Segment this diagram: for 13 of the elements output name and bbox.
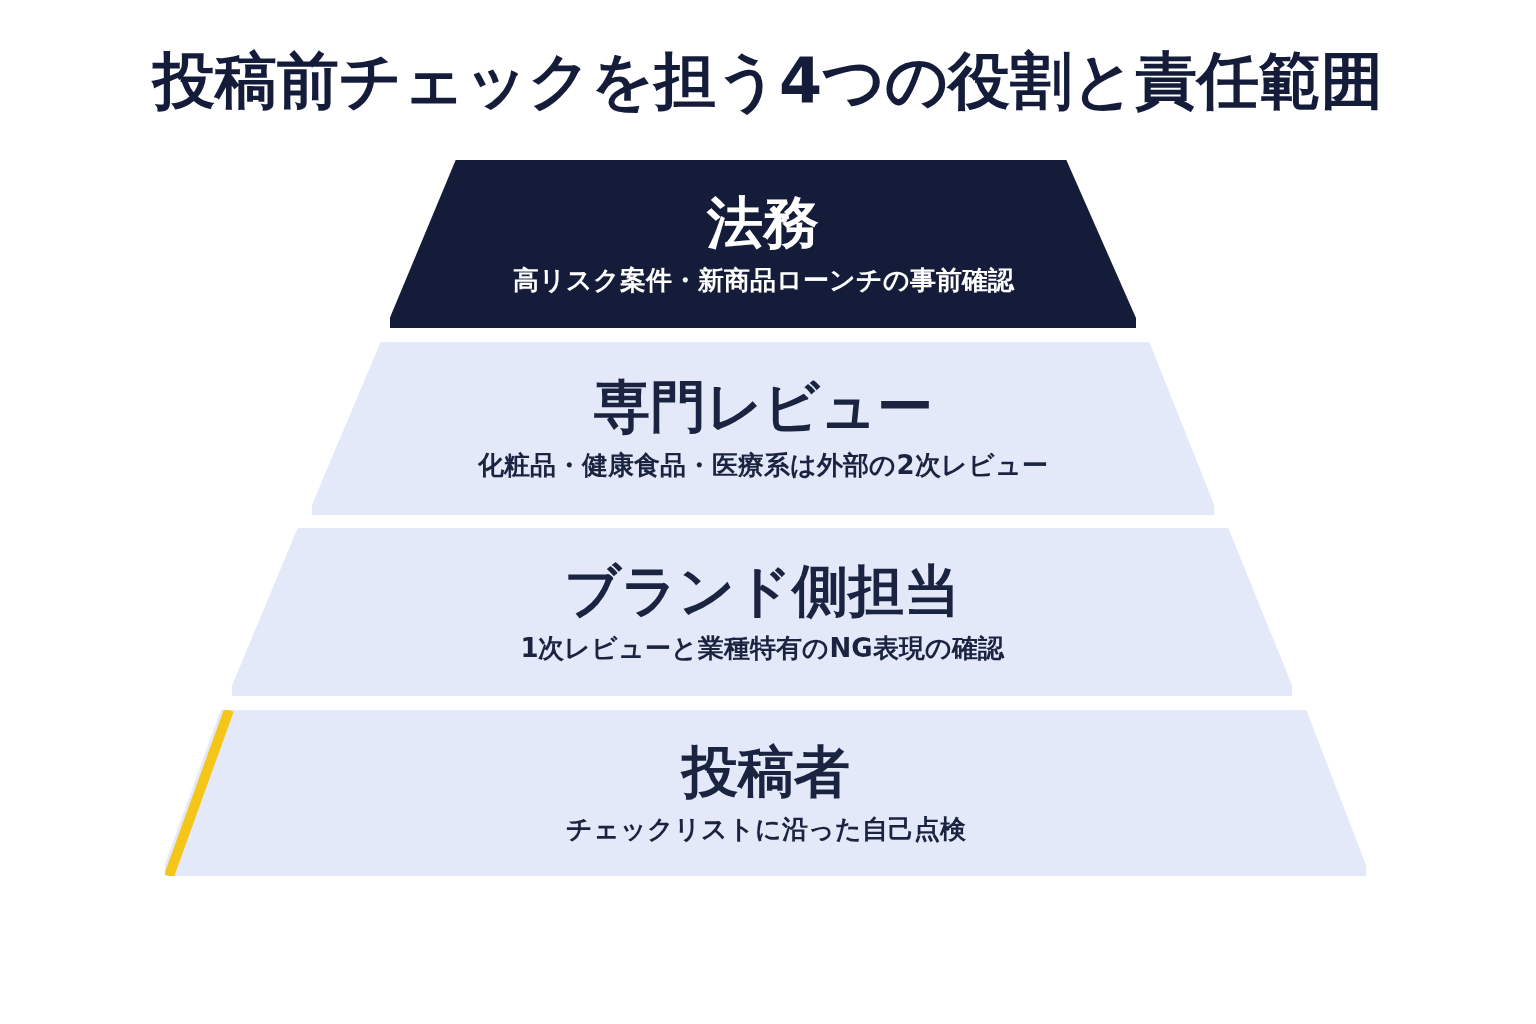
pyramid-tier [312,342,1214,515]
pyramid-tier [390,160,1136,328]
tier-description: 1次レビューと業種特有のNG表現の確認 [520,633,1004,665]
tier-description: チェックリストに沿った自己点検 [565,814,966,846]
tier-description: 化粧品・健康食品・医療系は外部の2次レビュー [478,449,1048,481]
title: 投稿前チェックを担う4つの役割と責任範囲 [150,44,1385,119]
tier-title: 専門レビュー [593,376,933,438]
tier-title: ブランド側担当 [564,559,960,622]
tier-description: 高リスク案件・新商品ローンチの事前確認 [512,265,1014,297]
pyramid-tier [165,710,1366,876]
tier-title: 投稿者 [681,740,850,803]
pyramid-tier [232,528,1292,696]
tier-title: 法務 [707,191,819,254]
